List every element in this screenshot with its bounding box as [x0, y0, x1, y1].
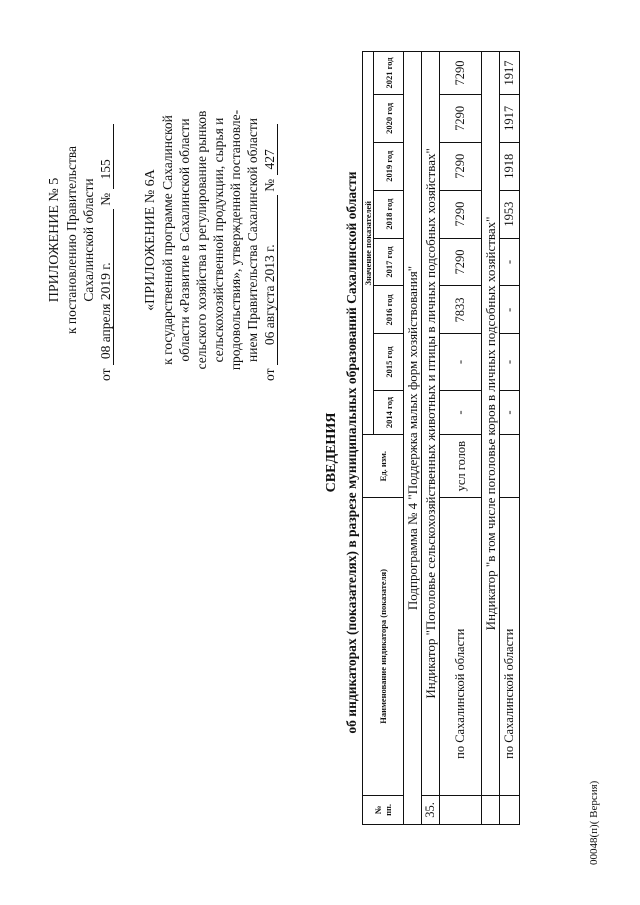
row2-value-2014: -	[499, 390, 520, 435]
appendix-6a-title: «ПРИЛОЖЕНИЕ № 6А	[143, 169, 158, 311]
appendix-6a-date: 06 августа 2013 г.	[262, 195, 278, 366]
row2-value-2017: -	[499, 238, 520, 286]
row1-value-2020: 7290	[439, 94, 482, 143]
appendix-6a-line6: нием Правительства Сахалинской области	[245, 118, 260, 362]
table-row: по Сахалинской области усл голов - - 783…	[439, 51, 482, 825]
row2-value-2020: 1917	[499, 94, 520, 143]
row1-value-2016: 7833	[439, 285, 482, 334]
appendix-5-date: 08 апреля 2019 г.	[98, 209, 114, 366]
appendix-5-title: ПРИЛОЖЕНИЕ № 5	[47, 177, 62, 303]
row2-unit	[499, 434, 520, 498]
appendix-6a-line3: сельского хозяйства и регулирование рынк…	[194, 110, 209, 370]
appendix-6a-num-label: №	[262, 178, 277, 192]
appendix-6a-line5: продовольствия», утвержденной постановле…	[228, 109, 243, 371]
header-year-2016: 2016 год	[373, 285, 404, 334]
indicator-cows-row: Индикатор "в том числе поголовье коров в…	[481, 51, 500, 796]
header-year-2018: 2018 год	[373, 190, 404, 239]
header-year-2017: 2017 год	[373, 238, 404, 286]
row1-value-2021: 7290	[439, 51, 482, 95]
appendix-6a-block: «ПРИЛОЖЕНИЕ № 6А к государственной прогр…	[142, 75, 278, 405]
appendix-6a-signature-line: от 06 августа 2013 г. № 427	[261, 75, 278, 405]
header-year-2021: 2021 год	[373, 51, 404, 95]
table-row: по Сахалинской области - - - - 1953 1918…	[499, 51, 520, 825]
row2-value-2019: 1918	[499, 142, 520, 191]
appendix-5-signature-line: от 08 апреля 2019 г. № 155	[97, 75, 114, 405]
row1-value-2019: 7290	[439, 142, 482, 191]
appendix-5-line2: Сахалинской области	[81, 178, 96, 302]
appendix-6a-line2: области «Развитие в Сахалинской области	[177, 118, 192, 362]
row1-value-2014: -	[439, 390, 482, 435]
subprogram-row: Подпрограмма № 4 "Поддержка малых форм х…	[403, 51, 422, 825]
header-year-2015: 2015 год	[373, 333, 404, 391]
row-number-35: 35.	[421, 795, 440, 825]
indicators-table: № пп. Наименование индикатора (показател…	[362, 51, 520, 825]
row1-value-2017: 7290	[439, 238, 482, 286]
appendix-5-num-label: №	[98, 192, 113, 206]
indicator-livestock-row: Индикатор "Поголовье сельскохозяйственны…	[421, 51, 440, 796]
row2-name: по Сахалинской области	[499, 497, 520, 796]
row2-value-2015: -	[499, 333, 520, 391]
row1-name: по Сахалинской области	[439, 497, 482, 796]
header-unit: Ед. изм.	[362, 434, 404, 498]
document-subtitle: об индикаторах (показателях) в разрезе м…	[344, 171, 359, 734]
row2-value-2021: 1917	[499, 51, 520, 95]
header-year-2014: 2014 год	[373, 390, 404, 435]
appendix-5-line1: к постановлению Правительства	[64, 145, 79, 335]
header-year-2019: 2019 год	[373, 142, 404, 191]
appendix-5-num: 155	[98, 124, 114, 190]
row1-value-2018: 7290	[439, 190, 482, 239]
document-title: СВЕДЕНИЯ	[324, 412, 339, 493]
appendix-6a-line4: сельскохозяйственной продукции, сырья и	[211, 117, 226, 363]
header-year-2020: 2020 год	[373, 94, 404, 143]
footer-code: 00048(п)( Версия)	[588, 780, 600, 865]
header-num: № пп.	[362, 795, 404, 825]
appendix-6a-line1: к государственной программе Сахалинской	[160, 115, 175, 365]
header-name: Наименование индикатора (показателя)	[362, 497, 404, 796]
row1-value-2015: -	[439, 333, 482, 391]
appendix-5-from: от	[98, 368, 113, 381]
row2-value-2018: 1953	[499, 190, 520, 239]
row2-value-2016: -	[499, 285, 520, 334]
row1-unit: усл голов	[439, 434, 482, 498]
appendix-6a-num: 427	[262, 124, 278, 176]
header-values-group: Значение показателей	[362, 51, 374, 435]
appendix-5-block: ПРИЛОЖЕНИЕ № 5 к постановлению Правитель…	[46, 75, 114, 405]
appendix-6a-from: от	[262, 368, 277, 381]
